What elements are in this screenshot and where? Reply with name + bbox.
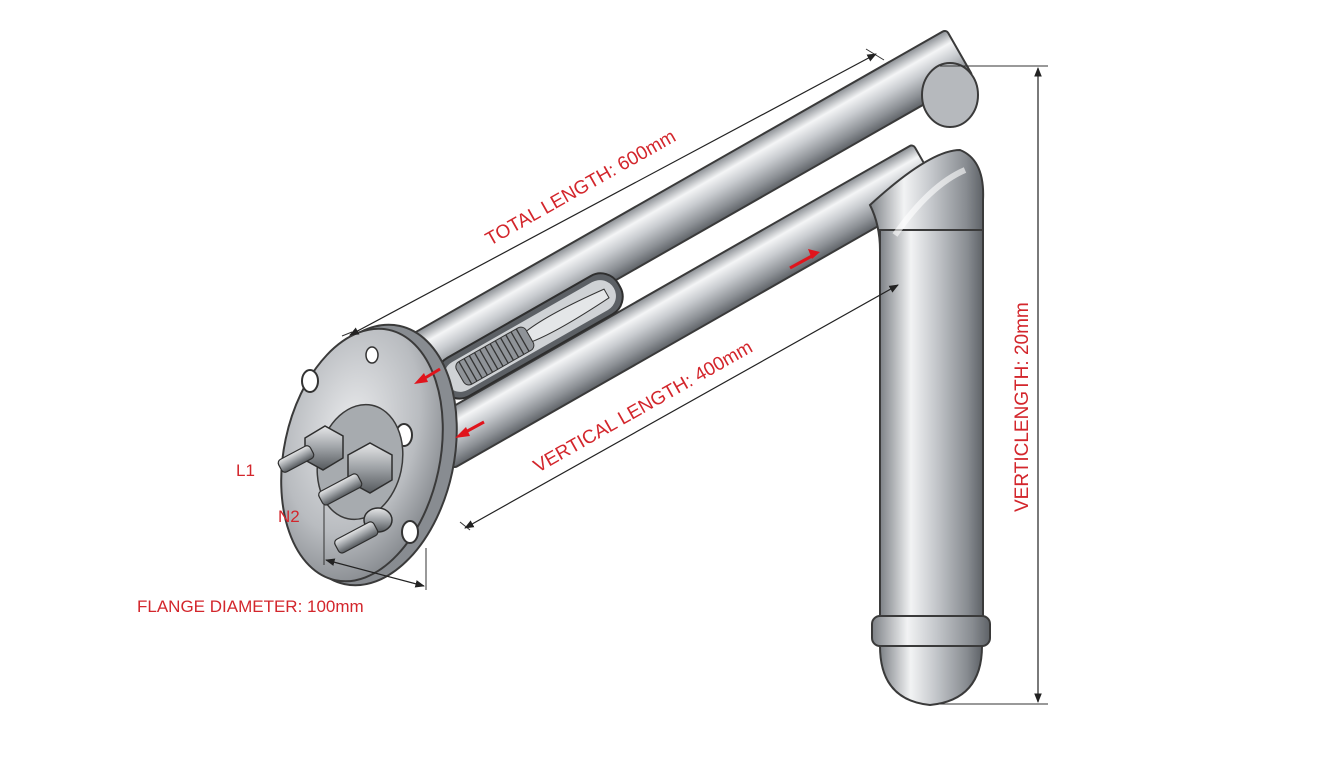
flow-arrow <box>414 367 441 384</box>
terminal-n2 <box>334 507 393 554</box>
upper-tube-end <box>921 62 979 128</box>
bolt-hole <box>301 369 319 393</box>
bolt-hole <box>365 346 379 364</box>
dimension-flange-diameter <box>323 505 427 590</box>
vertical-length-side-label: VERTICLENGTH: 20mm <box>1012 302 1033 512</box>
terminal-l1-label: L1 <box>236 461 255 480</box>
dimension-vertical-side <box>940 65 1048 705</box>
bend-highlight <box>892 167 967 237</box>
dimension-vertical-length-inner <box>459 284 899 531</box>
terminal-n2-label: N2 <box>278 507 300 526</box>
bolt-hole <box>401 520 419 544</box>
terminal-center <box>318 442 393 506</box>
bottom-cap <box>871 615 991 707</box>
vertical-leg <box>879 229 984 629</box>
terminal-l1 <box>277 425 344 473</box>
dimension-total-length <box>341 48 885 337</box>
flange-diameter-label: FLANGE DIAMETER: 100mm <box>137 597 364 616</box>
